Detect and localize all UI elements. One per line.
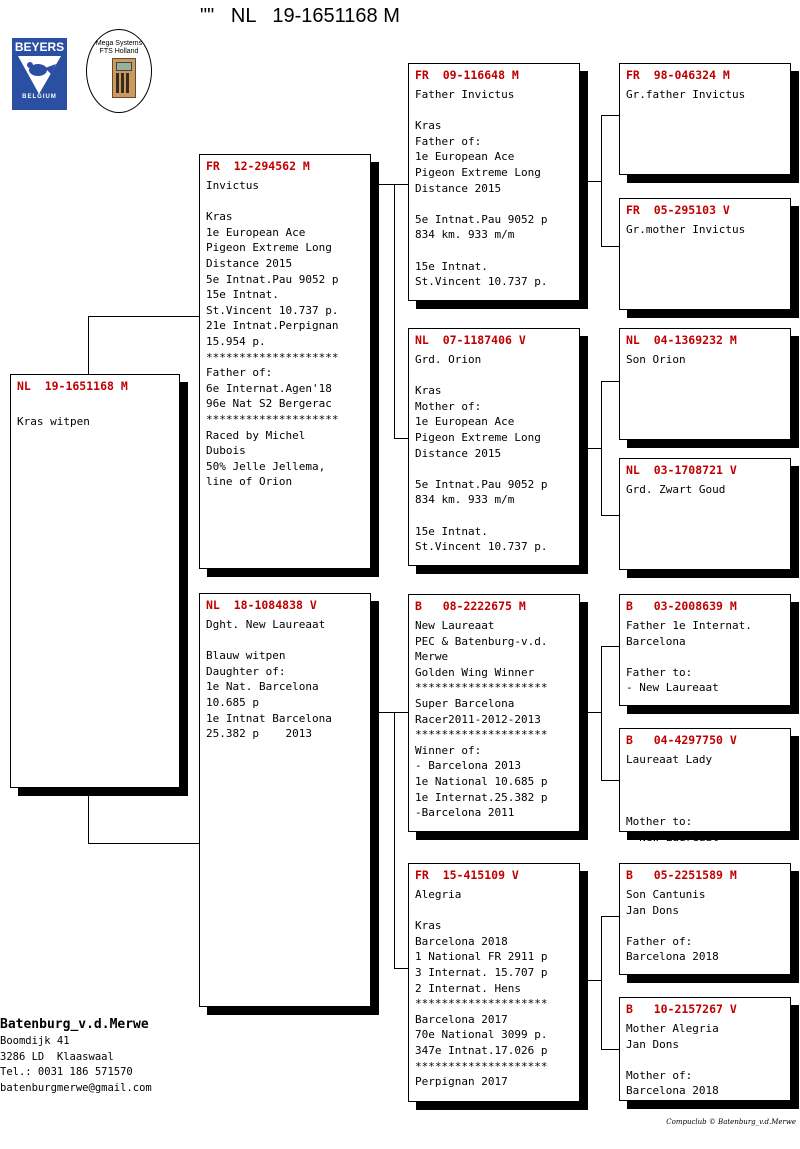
pigeon-notes: Mother Alegria Jan Dons Mother of: Barce… — [626, 1022, 719, 1098]
connector-line — [394, 712, 409, 713]
ring-number: NL 18-1084838 V — [206, 598, 317, 612]
pigeon-notes: Son Cantunis Jan Dons Father of: Barcelo… — [626, 888, 719, 964]
ring-number: FR 15-415109 V — [415, 868, 519, 882]
beyers-logo: BEYERS BELGIUM — [12, 38, 67, 110]
owner-address: Boomdijk 41 — [0, 1035, 70, 1047]
pigeon-notes: New Laureaat PEC & Batenburg-v.d. Merwe … — [415, 619, 548, 820]
pigeon-card-ggp-2[interactable]: FR 05-295103 V Gr.mother Invictus — [619, 198, 791, 310]
connector-line — [601, 381, 602, 516]
pigeon-card-sire[interactable]: FR 12-294562 M Invictus Kras 1e European… — [199, 154, 371, 569]
connector-line — [88, 316, 200, 317]
ring-number: FR 05-295103 V — [626, 203, 730, 217]
pigeon-notes: Father Invictus Kras Father of: 1e Europ… — [415, 88, 548, 289]
pigeon-card-ggp-7[interactable]: B 05-2251589 M Son Cantunis Jan Dons Fat… — [619, 863, 791, 975]
pigeon-card-grandsire-maternal[interactable]: B 08-2222675 M New Laureaat PEC & Batenb… — [408, 594, 580, 832]
connector-line — [586, 712, 602, 713]
calculator-icon — [112, 58, 136, 98]
pigeon-notes: Laureaat Lady Mother to: - New Laureaat — [626, 753, 719, 844]
owner-city: 3286 LD Klaaswaal — [0, 1050, 114, 1063]
connector-line — [394, 712, 395, 969]
ring-number: B 10-2157267 V — [626, 1002, 737, 1016]
connector-line — [586, 448, 602, 449]
pigeon-notes: Alegria Kras Barcelona 2018 1 National F… — [415, 888, 548, 1089]
mega-systems-logo: Mega Systems FTS Holland — [86, 29, 152, 113]
fts-holland-text: FTS Holland — [99, 48, 139, 55]
connector-line — [88, 786, 89, 844]
ring-number: B 05-2251589 M — [626, 868, 737, 882]
pigeon-notes: Gr.father Invictus — [626, 88, 746, 101]
connector-line — [601, 115, 620, 116]
pigeon-notes: Gr.mother Invictus — [626, 223, 746, 236]
connector-line — [601, 646, 620, 647]
page-title: "" NL 19-1651168 M — [200, 5, 400, 27]
pigeon-notes: Kras witpen — [17, 414, 90, 428]
pigeon-card-subject[interactable]: NL 19-1651168 M Kras witpen — [10, 374, 180, 788]
ring-number: NL 07-1187406 V — [415, 333, 526, 347]
pigeon-notes: Invictus Kras 1e European Ace Pigeon Ext… — [206, 179, 339, 489]
ring-number: B 08-2222675 M — [415, 599, 526, 613]
pigeon-card-ggp-4[interactable]: NL 03-1708721 V Grd. Zwart Goud — [619, 458, 791, 570]
ring-number: FR 98-046324 M — [626, 68, 730, 82]
pigeon-card-ggp-6[interactable]: B 04-4297750 V Laureaat Lady Mother to: … — [619, 728, 791, 844]
connector-line — [601, 780, 620, 781]
pigeon-card-ggp-1[interactable]: FR 98-046324 M Gr.father Invictus — [619, 63, 791, 175]
connector-line — [586, 980, 602, 981]
connector-line — [601, 515, 620, 516]
connector-line — [394, 184, 409, 185]
ring-number: FR 09-116648 M — [415, 68, 519, 82]
pigeon-card-ggp-8[interactable]: B 10-2157267 V Mother Alegria Jan Dons M… — [619, 997, 791, 1101]
footer-credit: Compuclub © Batenburg_v.d.Merwe — [666, 1118, 796, 1126]
connector-line — [601, 916, 602, 1050]
pigeon-card-ggp-3[interactable]: NL 04-1369232 M Son Orion — [619, 328, 791, 440]
connector-line — [394, 184, 395, 439]
connector-line — [394, 968, 409, 969]
connector-line — [377, 184, 395, 185]
ring-number: B 03-2008639 M — [626, 599, 737, 613]
pigeon-card-granddam-paternal[interactable]: NL 07-1187406 V Grd. Orion Kras Mother o… — [408, 328, 580, 566]
connector-line — [601, 646, 602, 781]
connector-line — [586, 181, 602, 182]
ring-number: FR 12-294562 M — [206, 159, 310, 173]
connector-line — [601, 246, 620, 247]
pigeon-icon — [18, 56, 61, 94]
connector-line — [601, 1049, 620, 1050]
connector-line — [377, 712, 395, 713]
beyers-logo-text: BEYERS — [14, 40, 65, 54]
connector-line — [88, 316, 89, 374]
pigeon-notes: Grd. Zwart Goud — [626, 483, 726, 496]
owner-name: Batenburg_v.d.Merwe — [0, 1017, 149, 1032]
connector-line — [394, 438, 409, 439]
pigeon-card-ggp-5[interactable]: B 03-2008639 M Father 1e Internat. Barce… — [619, 594, 791, 706]
pigeon-card-granddam-maternal[interactable]: FR 15-415109 V Alegria Kras Barcelona 20… — [408, 863, 580, 1102]
owner-phone: Tel.: 0031 186 571570 — [0, 1066, 133, 1079]
ring-number: NL 04-1369232 M — [626, 333, 737, 347]
ring-number: B 04-4297750 V — [626, 733, 737, 747]
connector-line — [601, 115, 602, 247]
owner-email: batenburgmerwe@gmail.com — [0, 1082, 152, 1095]
connector-line — [88, 843, 200, 844]
connector-line — [601, 916, 620, 917]
pigeon-notes: Grd. Orion Kras Mother of: 1e European A… — [415, 353, 548, 554]
pigeon-notes: Dght. New Laureaat Blauw witpen Daughter… — [206, 618, 332, 741]
pigeon-notes: Father 1e Internat. Barcelona Father to:… — [626, 619, 752, 695]
pigeon-notes: Son Orion — [626, 353, 686, 366]
connector-line — [601, 381, 620, 382]
ring-number: NL 03-1708721 V — [626, 463, 737, 477]
ring-number: NL 19-1651168 M — [17, 379, 128, 393]
beyers-logo-subtext: BELGIUM — [22, 94, 57, 100]
mega-systems-text: Mega Systems — [95, 40, 143, 47]
pigeon-card-grandsire-paternal[interactable]: FR 09-116648 M Father Invictus Kras Fath… — [408, 63, 580, 301]
owner-info: Batenburg_v.d.Merwe Boomdijk 41 3286 LD … — [0, 1016, 152, 1097]
pigeon-card-dam[interactable]: NL 18-1084838 V Dght. New Laureaat Blauw… — [199, 593, 371, 1007]
